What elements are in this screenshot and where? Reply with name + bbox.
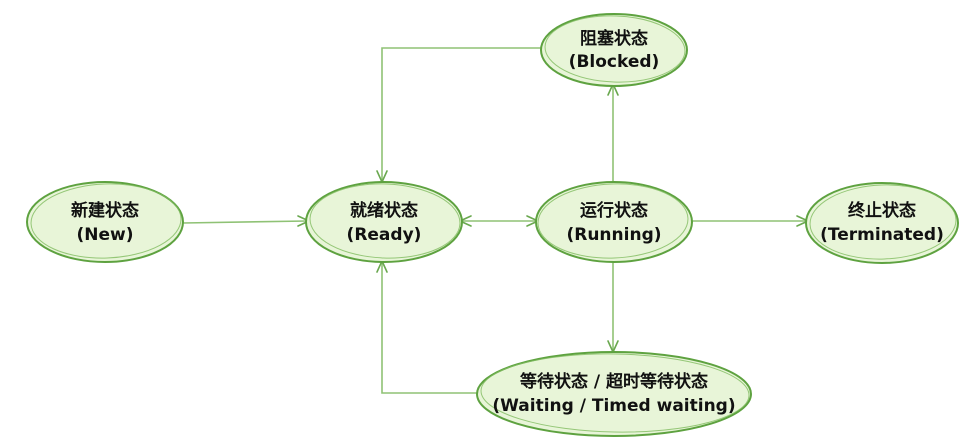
state-blocked-en-label: (Blocked) xyxy=(569,52,660,72)
edges xyxy=(182,47,809,394)
state-terminated-en-label: (Terminated) xyxy=(820,225,944,245)
state-waiting-zh-label: 等待状态 / 超时等待状态 xyxy=(520,371,708,392)
state-ready-zh-label: 就绪状态 xyxy=(350,200,418,221)
state-running-zh-label: 运行状态 xyxy=(580,200,648,221)
edge-running-to-waiting xyxy=(607,258,619,353)
state-ready-en-label: (Ready) xyxy=(347,225,422,245)
state-terminated-zh-label: 终止状态 xyxy=(848,200,916,221)
edge-blocked-to-ready xyxy=(376,47,542,183)
edge-ready-running-bidirectional xyxy=(459,215,539,227)
state-new-en-label: (New) xyxy=(76,225,133,245)
state-terminated: 终止状态 (Terminated) xyxy=(805,182,959,264)
state-running: 运行状态 (Running) xyxy=(535,181,693,263)
state-new-zh-label: 新建状态 xyxy=(71,200,139,221)
state-new: 新建状态 (New) xyxy=(26,181,184,263)
edge-new-to-ready xyxy=(182,215,310,227)
state-waiting: 等待状态 / 超时等待状态 (Waiting / Timed waiting) xyxy=(476,351,752,437)
edge-running-to-terminated xyxy=(692,215,809,227)
state-blocked-zh-label: 阻塞状态 xyxy=(580,28,648,49)
edge-running-to-blocked xyxy=(607,83,619,183)
edge-waiting-to-ready xyxy=(376,260,477,394)
state-waiting-en-label: (Waiting / Timed waiting) xyxy=(492,396,735,416)
state-ready: 就绪状态 (Ready) xyxy=(305,181,463,263)
state-blocked: 阻塞状态 (Blocked) xyxy=(540,13,688,87)
state-running-en-label: (Running) xyxy=(566,225,661,245)
